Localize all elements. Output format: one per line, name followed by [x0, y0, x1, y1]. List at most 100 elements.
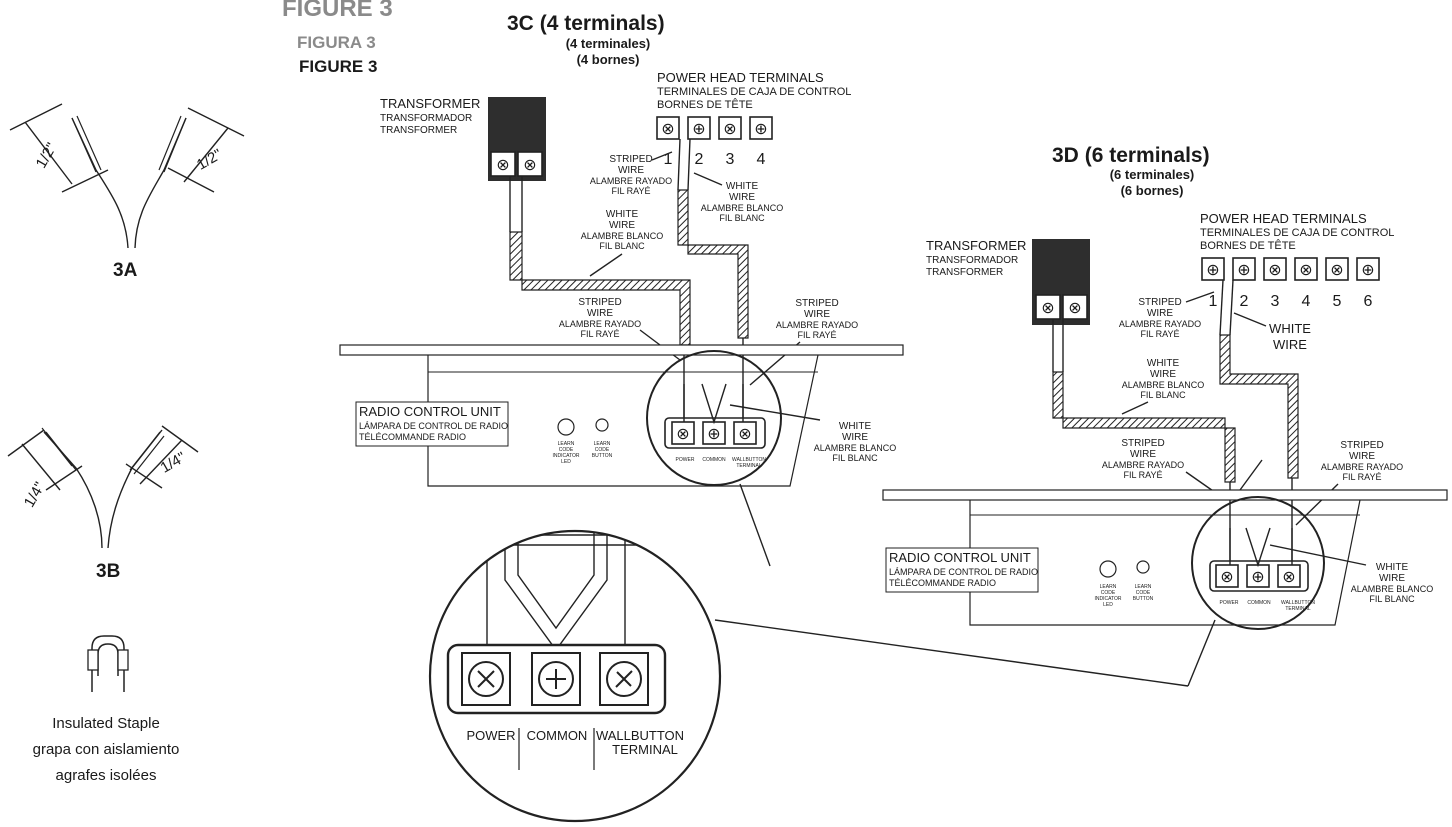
rcu-label-es: LÁMPARA DE CONTROL DE RADIO — [889, 567, 1038, 577]
zoom-detail: POWER COMMON WALLBUTTON TERMINAL — [428, 483, 1216, 823]
terminal-number: 6 — [1364, 293, 1373, 310]
zoom-label-power: POWER — [466, 728, 515, 743]
rcu-label-es: LÁMPARA DE CONTROL DE RADIO — [359, 421, 508, 431]
rcu-label-fr: TÉLÉCOMMANDE RADIO — [359, 432, 466, 442]
callout-text: WIRE — [587, 308, 613, 319]
callout-text: STRIPED — [1138, 297, 1181, 308]
callout-text: WHITE — [1147, 358, 1180, 369]
figure-title: FIGURE 3 FIGURA 3 FIGURE 3 — [282, 0, 393, 76]
callout-text: FIL BLANC — [599, 241, 645, 251]
transformer-label-en: TRANSFORMER — [380, 96, 480, 111]
callout-text: ALAMBRE BLANCO — [581, 231, 664, 241]
panel-subtitle-es: (6 terminales) — [1110, 167, 1195, 182]
button-label: CODE — [595, 447, 610, 453]
power-head-label-fr: BORNES DE TÊTE — [657, 98, 753, 111]
wires — [1052, 279, 1299, 565]
terminal-label-power: POWER — [676, 457, 695, 463]
panel-3b: 1/4" 1/4" 3B — [7, 425, 199, 582]
wire-callouts: STRIPED WIRE ALAMBRE RAYADO FIL RAYÉ WHI… — [559, 151, 897, 463]
led-label: LEARN — [558, 441, 575, 447]
callout-text: FIL RAYÉ — [1140, 329, 1179, 339]
svg-text:⊗: ⊗ — [523, 157, 536, 174]
callout-text: WIRE — [1150, 369, 1176, 380]
staple-label-en: Insulated Staple — [52, 715, 160, 732]
magnifier-circle — [1191, 496, 1325, 630]
panel-subtitle-fr: (6 bornes) — [1121, 183, 1184, 198]
rcu-label-fr: TÉLÉCOMMANDE RADIO — [889, 578, 996, 588]
led-label: LEARN — [1100, 584, 1117, 590]
terminal-number: 3 — [726, 151, 735, 168]
radio-control-unit: RADIO CONTROL UNIT LÁMPARA DE CONTROL DE… — [339, 344, 904, 487]
transformer-label-fr: TRANSFORMER — [926, 267, 1003, 278]
panel-subtitle-es: (4 terminales) — [566, 36, 651, 51]
callout-text: ALAMBRE BLANCO — [1122, 380, 1205, 390]
callout-text: ALAMBRE RAYADO — [590, 176, 672, 186]
figure-title-en: FIGURE 3 — [282, 0, 393, 22]
svg-text:⊕: ⊕ — [1361, 262, 1374, 279]
callout-text: WIRE — [842, 432, 868, 443]
svg-text:⊗: ⊗ — [723, 121, 736, 138]
transformer: TRANSFORMER TRANSFORMADOR TRANSFORMER ⊗ … — [926, 238, 1090, 325]
callout-text: WHITE — [1269, 321, 1311, 336]
callout-text: WIRE — [1147, 308, 1173, 319]
callout-text: STRIPED — [578, 297, 621, 308]
power-head-label-en: POWER HEAD TERMINALS — [1200, 211, 1367, 226]
led-label: LED — [1103, 602, 1113, 608]
callout-text: STRIPED — [609, 154, 652, 165]
callout-text: ALAMBRE RAYADO — [1119, 319, 1201, 329]
transformer-label-es: TRANSFORMADOR — [926, 255, 1018, 266]
transformer: TRANSFORMER TRANSFORMADOR TRANSFORMER ⊗ … — [380, 96, 546, 181]
button-label: LEARN — [1135, 584, 1152, 590]
terminal-label-wall: TERMINAL — [1285, 606, 1311, 612]
led-label: CODE — [1101, 590, 1116, 596]
power-head-terminals: POWER HEAD TERMINALS TERMINALES DE CAJA … — [1200, 211, 1394, 310]
transformer-label-es: TRANSFORMADOR — [380, 113, 472, 124]
radio-control-unit: RADIO CONTROL UNIT LÁMPARA DE CONTROL DE… — [882, 489, 1448, 630]
power-head-label-es: TERMINALES DE CAJA DE CONTROL — [657, 86, 851, 98]
button-label: BUTTON — [1133, 596, 1154, 602]
panel-label-3b: 3B — [96, 561, 120, 582]
zoom-label-wall: WALLBUTTON — [596, 728, 684, 743]
panel-3d: 3D (6 terminals) (6 terminales) (6 borne… — [882, 144, 1448, 630]
rcu-label-en: RADIO CONTROL UNIT — [889, 550, 1031, 565]
callout-text: WHITE — [1376, 562, 1409, 573]
callout-text: STRIPED — [795, 298, 838, 309]
svg-text:⊗: ⊗ — [1330, 262, 1343, 279]
callout-text: WIRE — [804, 309, 830, 320]
callout-text: FIL BLANC — [1140, 390, 1186, 400]
callout-text: WIRE — [618, 165, 644, 176]
terminal-number: 4 — [757, 151, 766, 168]
callout-text: FIL BLANC — [1369, 594, 1415, 604]
callout-text: WHITE — [606, 209, 639, 220]
svg-text:⊗: ⊗ — [1299, 262, 1312, 279]
terminal-label-power: POWER — [1220, 600, 1239, 606]
dim-label-left: 1/2" — [33, 140, 61, 171]
panel-3c: 3C (4 terminals) (4 terminales) (4 borne… — [339, 12, 904, 487]
led-label: LED — [561, 459, 571, 465]
callout-text: WIRE — [729, 192, 755, 203]
callout-text: ALAMBRE RAYADO — [776, 320, 858, 330]
led-label: CODE — [559, 447, 574, 453]
led-label: INDICATOR — [552, 453, 579, 459]
panel-3a: 1/2" 1/2" 3A — [9, 103, 245, 281]
learn-code-led — [1099, 560, 1117, 578]
transformer-label-fr: TRANSFORMER — [380, 125, 457, 136]
callout-text: STRIPED — [1121, 438, 1164, 449]
terminal-number: 3 — [1271, 293, 1280, 310]
svg-text:⊗: ⊗ — [1041, 300, 1054, 317]
insulated-staple: Insulated Staple grapa con aislamiento a… — [33, 635, 179, 784]
terminal-number: 4 — [1302, 293, 1311, 310]
learn-code-button[interactable] — [595, 418, 609, 432]
learn-code-button[interactable] — [1136, 560, 1150, 574]
callout-text: ALAMBRE RAYADO — [1321, 462, 1403, 472]
callout-text: ALAMBRE BLANCO — [814, 443, 897, 453]
callout-text: FIL RAYÉ — [1342, 472, 1381, 482]
svg-text:⊕: ⊕ — [1206, 262, 1219, 279]
svg-text:⊕: ⊕ — [1237, 262, 1250, 279]
callout-text: FIL RAYÉ — [611, 186, 650, 196]
callout-text: FIL RAYÉ — [1123, 470, 1162, 480]
terminal-label-common: COMMON — [702, 457, 726, 463]
svg-text:⊗: ⊗ — [1220, 569, 1233, 586]
button-label: LEARN — [594, 441, 611, 447]
